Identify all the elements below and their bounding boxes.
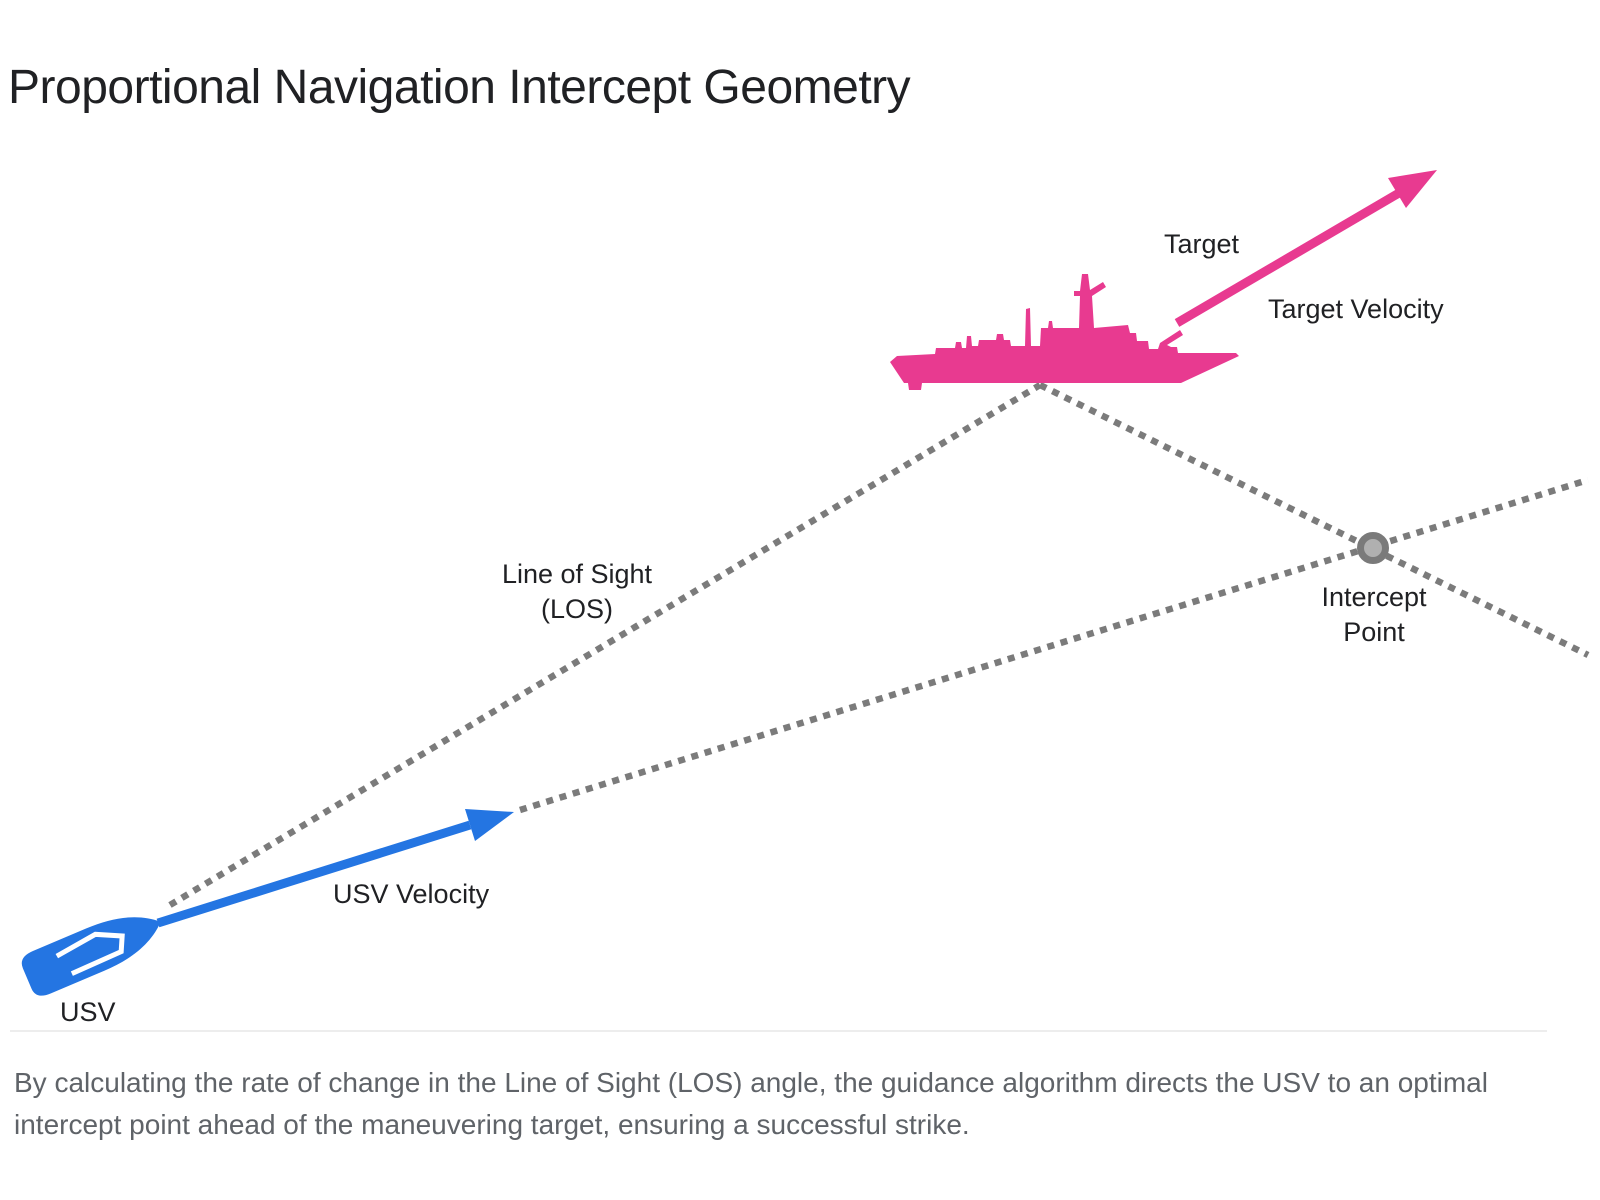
usv-velocity-arrow-shaft <box>156 820 472 928</box>
target-velocity-arrowhead <box>1388 170 1437 208</box>
usv-hull <box>21 917 161 996</box>
line-of-sight-label: Line of Sight (LOS) <box>477 557 677 627</box>
target-path-dotted-line <box>1038 382 1590 658</box>
caption: By calculating the rate of change in the… <box>14 1062 1488 1146</box>
intercept-point-label: Intercept Point <box>1284 580 1464 650</box>
intercept-point-marker <box>1357 532 1389 564</box>
target-label: Target <box>1164 229 1240 259</box>
usv-velocity-label: USV Velocity <box>333 879 490 909</box>
usv-boat <box>21 917 161 996</box>
page-title: Proportional Navigation Intercept Geomet… <box>8 61 911 114</box>
caption-line-2: intercept point ahead of the maneuvering… <box>14 1109 970 1140</box>
usv-path-dotted-line <box>519 476 1589 814</box>
caption-line-1: By calculating the rate of change in the… <box>14 1067 1488 1098</box>
usv-deck-outline <box>55 931 125 976</box>
line-of-sight-label-line1: Line of Sight <box>501 559 653 589</box>
intercept-point-label-line2: Point <box>1343 617 1405 647</box>
target-velocity-label: Target Velocity <box>1268 294 1444 324</box>
usv-label: USV <box>60 997 116 1027</box>
intercept-point-label-line1: Intercept <box>1321 582 1427 612</box>
target-velocity-arrow-shaft <box>1174 189 1402 327</box>
target-ship-silhouette <box>890 274 1239 390</box>
line-of-sight-label-line2: (LOS) <box>540 594 613 624</box>
usv-velocity-arrowhead <box>465 809 514 841</box>
diagram-bottom-divider <box>10 1030 1547 1032</box>
line-of-sight-dotted-line <box>168 382 1042 908</box>
